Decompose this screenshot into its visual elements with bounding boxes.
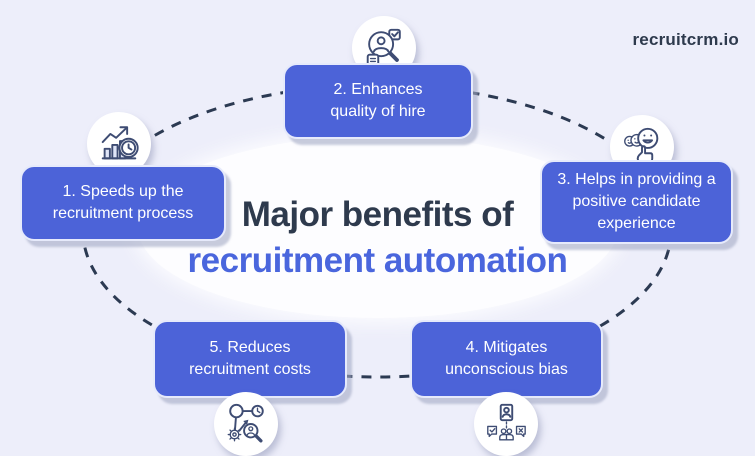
title-line-dark: Major benefits of — [241, 195, 514, 234]
benefit-1-label: 1. Speeds up the recruitment process — [52, 183, 194, 222]
title-line-blue: recruitment automation — [187, 240, 568, 280]
benefit-card-1: 1. Speeds up the recruitment process — [20, 165, 226, 241]
benefit-5-icon-badge: $ — [214, 392, 278, 456]
benefit-card-4: 4. Mitigates unconscious bias — [410, 320, 603, 398]
benefit-card-3: 3. Helps in providing a positive candida… — [540, 160, 733, 244]
fair-screening-icon — [487, 403, 526, 441]
benefit-4-icon-badge — [474, 392, 538, 456]
benefit-5-label: 5. Reduces recruitment costs — [189, 339, 311, 378]
benefit-3-label: 3. Helps in providing a positive candida… — [557, 171, 716, 232]
brand-logo: recruitcrm.io — [632, 30, 739, 49]
benefit-card-2: 2. Enhances quality of hire — [283, 63, 473, 139]
experience-rating-faces-icon — [624, 127, 659, 164]
benefit-card-5: 5. Reduces recruitment costs — [153, 320, 347, 398]
page-title: Major benefits of recruitment automation — [0, 192, 755, 283]
growth-chart-clock-icon — [101, 126, 139, 160]
benefit-4-label: 4. Mitigates unconscious bias — [445, 339, 568, 378]
cost-reduction-network-icon: $ — [227, 403, 264, 443]
benefit-2-label: 2. Enhances quality of hire — [330, 81, 426, 120]
